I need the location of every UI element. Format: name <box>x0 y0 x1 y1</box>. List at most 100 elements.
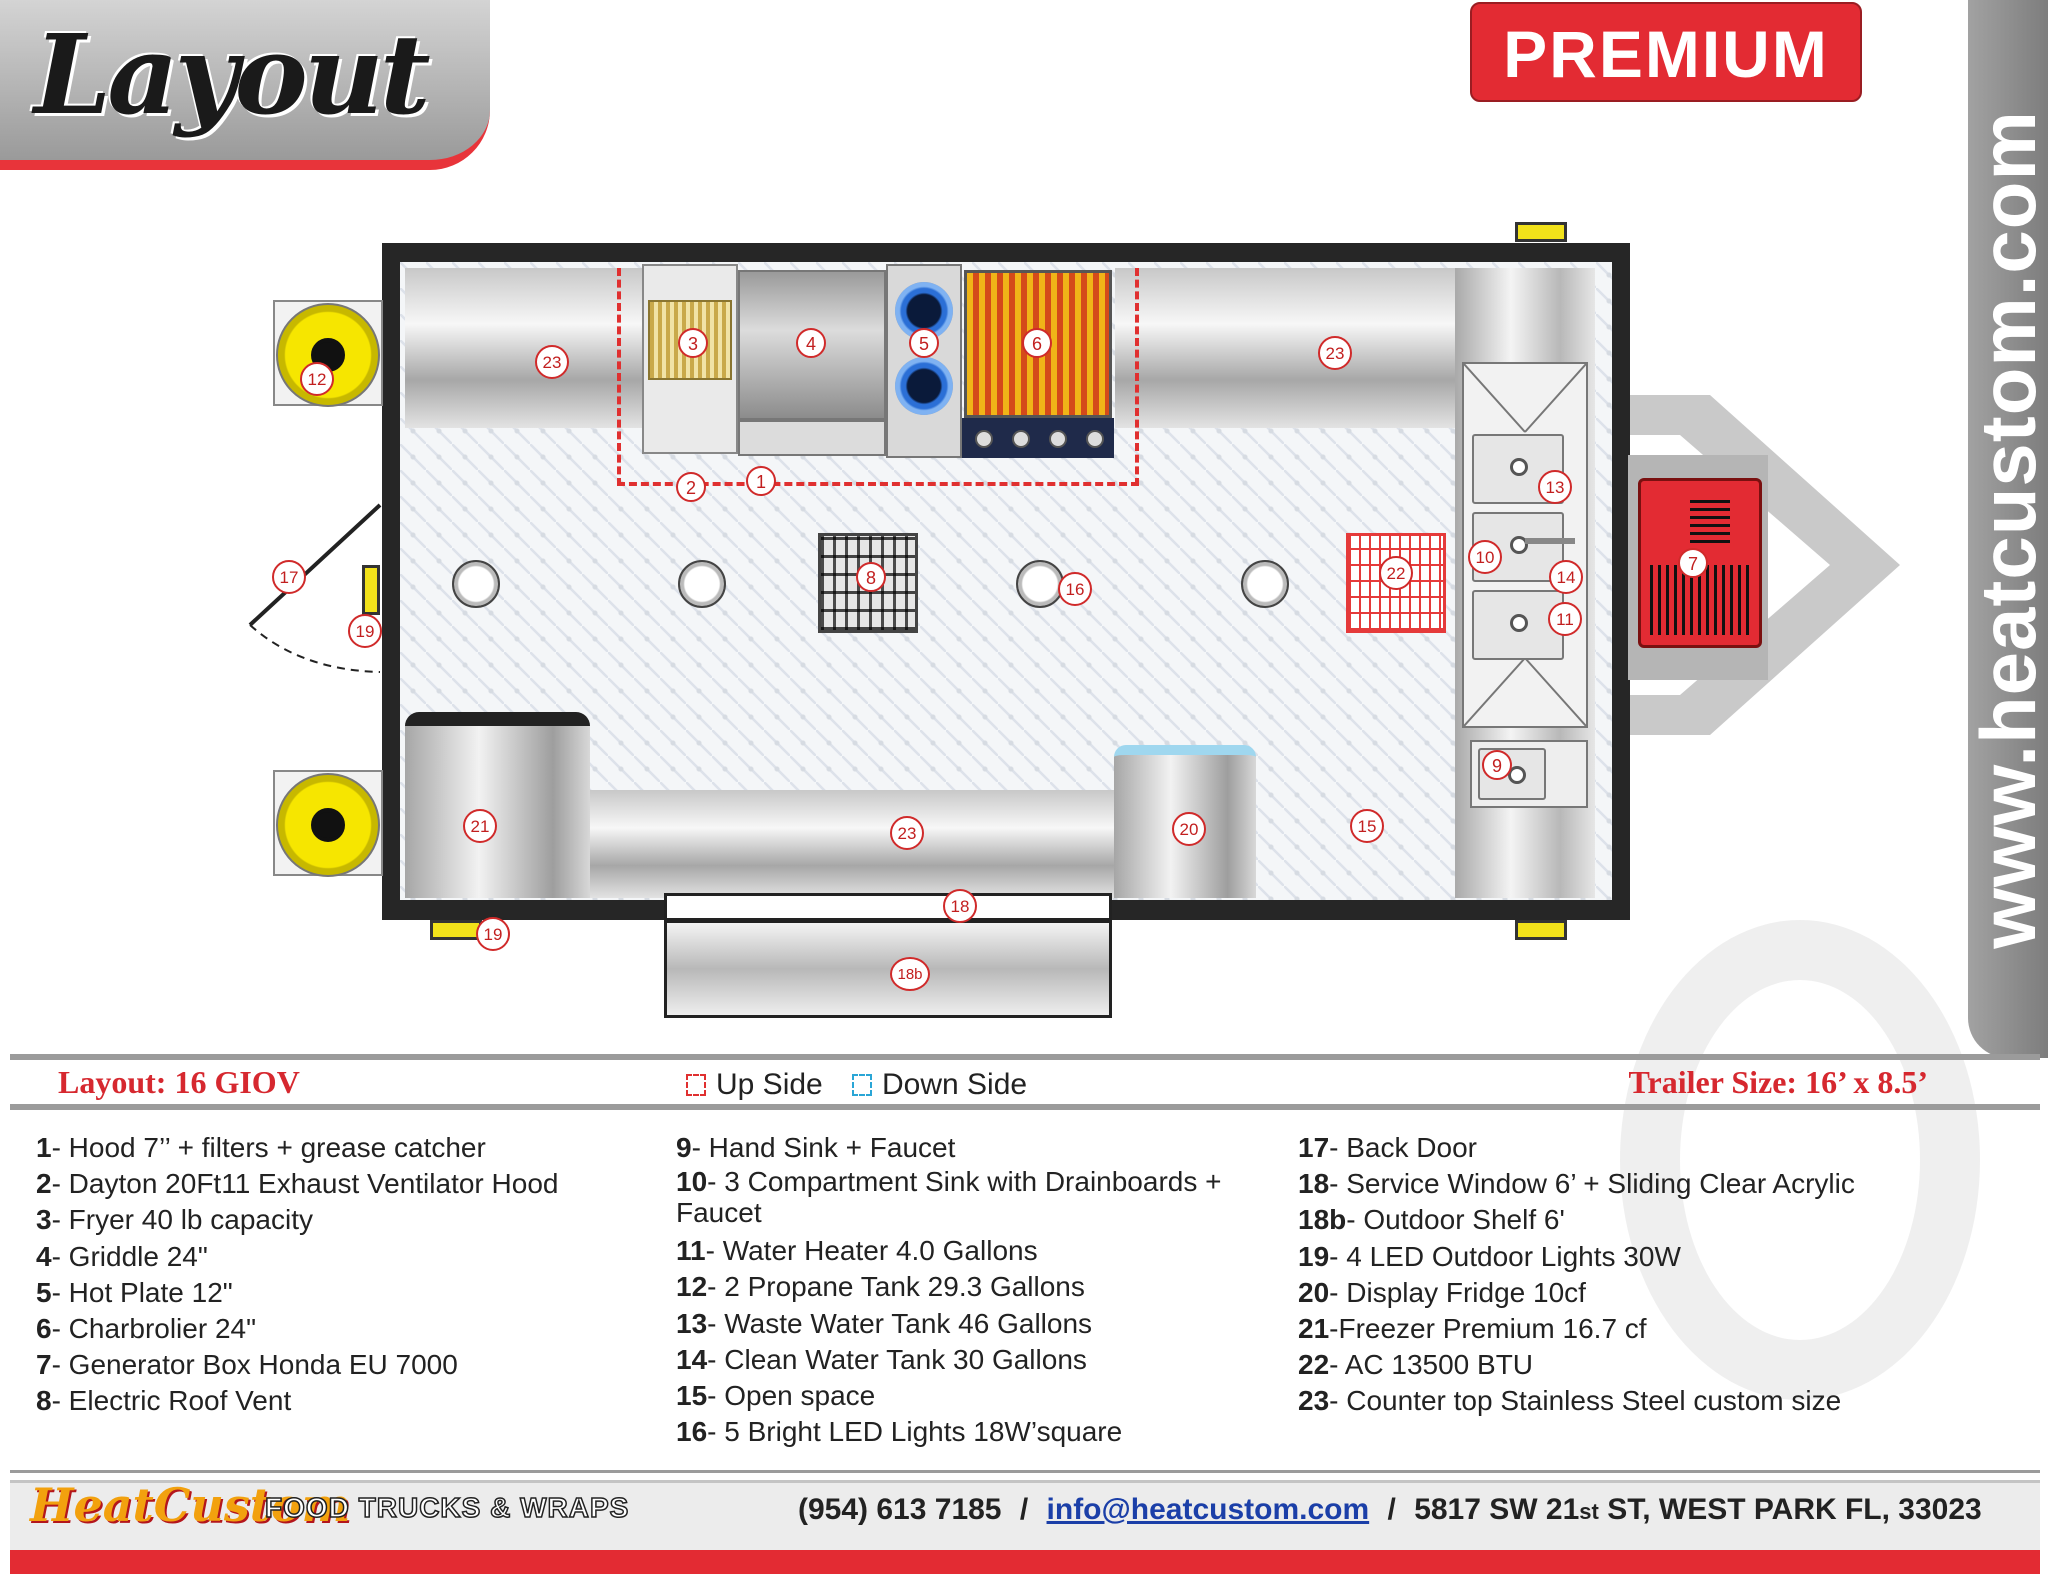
generator-vents <box>1690 495 1730 543</box>
roof-vent <box>818 533 918 633</box>
layout-name: Layout: 16 GIOV <box>58 1064 300 1100</box>
marker-2: 2 <box>676 472 706 502</box>
down-side-label: Down Side <box>882 1068 1028 1101</box>
griddle-controls <box>738 420 886 456</box>
legend-item: 12- 2 Propane Tank 29.3 Gallons <box>676 1271 1085 1303</box>
brand-logo: HeatCustom <box>30 1478 351 1532</box>
faucet-icon <box>1525 538 1575 544</box>
outdoor-shelf <box>664 920 1112 1018</box>
knob-icon <box>1049 430 1067 448</box>
outdoor-light-icon <box>1515 222 1567 242</box>
up-side-label: Up Side <box>716 1068 823 1101</box>
key-up-side: Up Side <box>686 1068 823 1102</box>
legend-item: 10- 3 Compartment Sink with Drainboards … <box>676 1166 1222 1229</box>
marker-18b: 18b <box>890 957 930 991</box>
marker-19-a: 19 <box>348 614 382 648</box>
marker-20: 20 <box>1172 812 1206 846</box>
led-light-icon <box>1016 560 1064 608</box>
marker-19-b: 19 <box>476 917 510 951</box>
legend-column-1: 1- Hood 7’’ + filters + grease catcher 2… <box>36 1130 558 1420</box>
marker-15: 15 <box>1350 809 1384 843</box>
legend-item: 20- Display Fridge 10cf <box>1298 1276 1586 1308</box>
marker-17: 17 <box>272 560 306 594</box>
freezer <box>405 712 590 898</box>
marker-4: 4 <box>796 328 826 358</box>
marker-11: 11 <box>1548 602 1582 636</box>
drain-icon <box>1510 536 1528 554</box>
address: 5817 SW 21st ST, WEST PARK FL, 33023 <box>1414 1493 1982 1526</box>
legend-column-2: 9- Hand Sink + Faucet 10- 3 Compartment … <box>676 1130 1266 1450</box>
side-url-text: www.heatcustom.com <box>1963 109 2048 949</box>
legend-item: 23- Counter top Stainless Steel custom s… <box>1298 1385 1842 1417</box>
divider-footer <box>10 1470 2040 1473</box>
counter-bottom <box>590 790 1115 898</box>
legend-item: 16- 5 Bright LED Lights 18W’square <box>676 1416 1123 1448</box>
divider-mid <box>10 1104 2040 1110</box>
legend-item: 1- Hood 7’’ + filters + grease catcher <box>36 1132 486 1163</box>
legend-item: 5- Hot Plate 12" <box>36 1276 233 1308</box>
marker-14: 14 <box>1549 560 1583 594</box>
legend-item: 3- Fryer 40 lb capacity <box>36 1204 313 1236</box>
tank-valve-icon <box>311 808 345 842</box>
marker-23-a: 23 <box>535 345 569 379</box>
contact-line: (954) 613 7185 / info@heatcustom.com / 5… <box>798 1493 1982 1527</box>
legend-item: 22- AC 13500 BTU <box>1298 1349 1534 1381</box>
marker-7: 7 <box>1678 548 1708 578</box>
down-side-swatch <box>852 1074 872 1096</box>
back-door-swing <box>248 503 382 673</box>
legend-item: 14- Clean Water Tank 30 Gallons <box>676 1343 1087 1375</box>
marker-13: 13 <box>1538 470 1572 504</box>
marker-5: 5 <box>909 328 939 358</box>
divider-top <box>10 1054 2040 1060</box>
service-window <box>664 893 1112 921</box>
marker-12: 12 <box>300 362 334 396</box>
side-url: www.heatcustom.com <box>1964 0 2048 1058</box>
footer-bar <box>10 1480 2040 1551</box>
marker-21: 21 <box>463 809 497 843</box>
email-link[interactable]: info@heatcustom.com <box>1046 1493 1370 1526</box>
drainboard-top <box>1464 364 1586 433</box>
drain-icon <box>1508 766 1526 784</box>
marker-10: 10 <box>1468 540 1502 574</box>
legend-item: 4- Griddle 24" <box>36 1240 208 1272</box>
legend-item: 15- Open space <box>676 1380 876 1412</box>
led-light-icon <box>1241 560 1289 608</box>
knob-icon <box>1012 430 1030 448</box>
legend-item: 21-Freezer Premium 16.7 cf <box>1298 1313 1647 1345</box>
generator-grille <box>1650 565 1750 635</box>
marker-8: 8 <box>856 562 886 592</box>
led-light-icon <box>678 560 726 608</box>
marker-9: 9 <box>1482 750 1512 780</box>
marker-6: 6 <box>1022 328 1052 358</box>
phone-number: (954) 613 7185 <box>798 1493 1002 1526</box>
legend-item: 19- 4 LED Outdoor Lights 30W <box>1298 1240 1681 1272</box>
page-title: Layout <box>34 10 431 139</box>
key-down-side: Down Side <box>852 1068 1027 1102</box>
up-side-swatch <box>686 1074 706 1096</box>
drain-icon <box>1510 614 1528 632</box>
outdoor-light-icon <box>1515 920 1567 940</box>
legend-item: 11- Water Heater 4.0 Gallons <box>676 1235 1038 1267</box>
legend-item: 2- Dayton 20Ft11 Exhaust Ventilator Hood <box>36 1168 559 1200</box>
legend-item: 13- Waste Water Tank 46 Gallons <box>676 1307 1093 1339</box>
outdoor-light-icon <box>362 565 380 615</box>
marker-16: 16 <box>1058 572 1092 606</box>
counter-top-left <box>405 268 643 428</box>
separator: / <box>1019 1493 1029 1526</box>
footer-red-stripe <box>10 1550 2040 1574</box>
legend-item: 18b- Outdoor Shelf 6' <box>1298 1204 1565 1236</box>
counter-top-right <box>1115 268 1455 428</box>
legend-item: 8- Electric Roof Vent <box>36 1385 292 1417</box>
premium-badge: PREMIUM <box>1470 2 1862 102</box>
marker-23-c: 23 <box>890 816 924 850</box>
separator: / <box>1387 1493 1396 1526</box>
title-tab <box>0 0 490 170</box>
outdoor-light-icon <box>430 920 482 940</box>
drainboard-bottom <box>1464 657 1586 726</box>
legend-item: 18- Service Window 6’ + Sliding Clear Ac… <box>1298 1168 1855 1200</box>
marker-1: 1 <box>746 466 776 496</box>
led-light-icon <box>452 560 500 608</box>
knob-icon <box>975 430 993 448</box>
knob-icon <box>1086 430 1104 448</box>
marker-23-b: 23 <box>1318 336 1352 370</box>
